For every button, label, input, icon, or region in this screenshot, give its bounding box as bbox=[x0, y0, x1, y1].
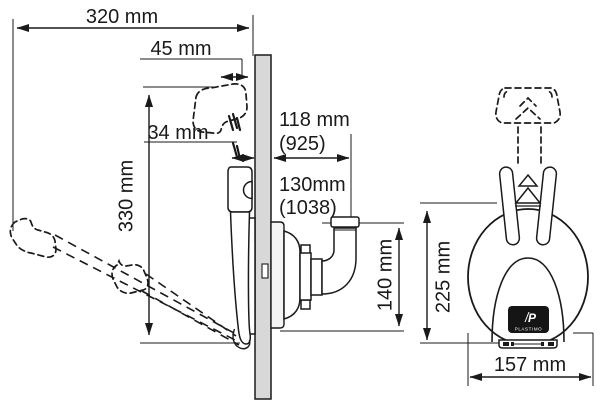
dim-118-model: (925) bbox=[279, 133, 326, 155]
dim-320: 320 mm bbox=[12, 6, 254, 231]
prong-right bbox=[535, 166, 558, 246]
pump-front-body: P PLASTIMO bbox=[467, 166, 589, 349]
dim-320-label: 320 mm bbox=[86, 6, 158, 28]
handle-stroke-lines bbox=[52, 234, 240, 346]
dim-140: 140 mm bbox=[280, 222, 404, 332]
chevron-large bbox=[514, 186, 542, 204]
outlet-elbow bbox=[321, 227, 357, 295]
pivot-curl bbox=[232, 328, 251, 350]
bulkhead-wall bbox=[254, 54, 272, 400]
outlet-pipe-collar bbox=[330, 216, 360, 228]
dim-118-label: 118 mm bbox=[279, 109, 350, 131]
front-view: P PLASTIMO bbox=[420, 87, 594, 386]
handle-front-dashed bbox=[495, 87, 561, 168]
dim-118-130: 118 mm (925) 130mm (1038) bbox=[273, 109, 352, 219]
pump-side-profile bbox=[227, 112, 256, 350]
dim-225: 225 mm bbox=[420, 202, 499, 344]
dim-157-label: 157 mm bbox=[494, 354, 566, 376]
dim-34: 34 mm bbox=[144, 122, 255, 162]
dim-225-label: 225 mm bbox=[432, 241, 454, 313]
brand-logo-letter: P bbox=[528, 311, 537, 325]
dim-140-label: 140 mm bbox=[374, 239, 396, 311]
socket-notch bbox=[242, 180, 253, 200]
dim-130-label: 130mm bbox=[279, 174, 346, 196]
logo-flag-stroke bbox=[524, 311, 530, 323]
outlet-hub bbox=[283, 230, 301, 320]
dim-130-model: (1038) bbox=[279, 197, 337, 219]
prong-left bbox=[498, 166, 521, 246]
dim-45-label: 45 mm bbox=[150, 38, 211, 60]
handle-position-mid bbox=[111, 258, 149, 295]
outlet-flange bbox=[270, 221, 285, 329]
side-view: 320 mm 45 mm 34 mm 330 mm 118 mm (92 bbox=[9, 6, 404, 400]
pump-base bbox=[498, 339, 558, 349]
chevron-small bbox=[517, 173, 539, 187]
body-arch bbox=[491, 257, 565, 343]
handle-position-horizontal bbox=[9, 217, 57, 259]
pump-lever-arm bbox=[229, 211, 252, 345]
brand-name: PLASTIMO bbox=[515, 327, 543, 332]
badge-background bbox=[508, 306, 549, 333]
brand-badge: P PLASTIMO bbox=[508, 306, 549, 333]
dim-330: 330 mm bbox=[115, 86, 240, 344]
dim-45: 45 mm bbox=[140, 38, 249, 81]
dim-330-label: 330 mm bbox=[115, 160, 137, 232]
dim-34-label: 34 mm bbox=[147, 122, 208, 144]
handle-position-up bbox=[192, 83, 248, 135]
clamp-tab-bottom bbox=[300, 299, 311, 310]
outlet-neck bbox=[310, 258, 323, 296]
socket-prongs bbox=[498, 166, 558, 246]
clamp-ring bbox=[299, 252, 312, 301]
wall-bolt-slot bbox=[261, 263, 269, 279]
outlet-assembly bbox=[270, 216, 360, 329]
dim-157: 157 mm bbox=[467, 332, 594, 386]
